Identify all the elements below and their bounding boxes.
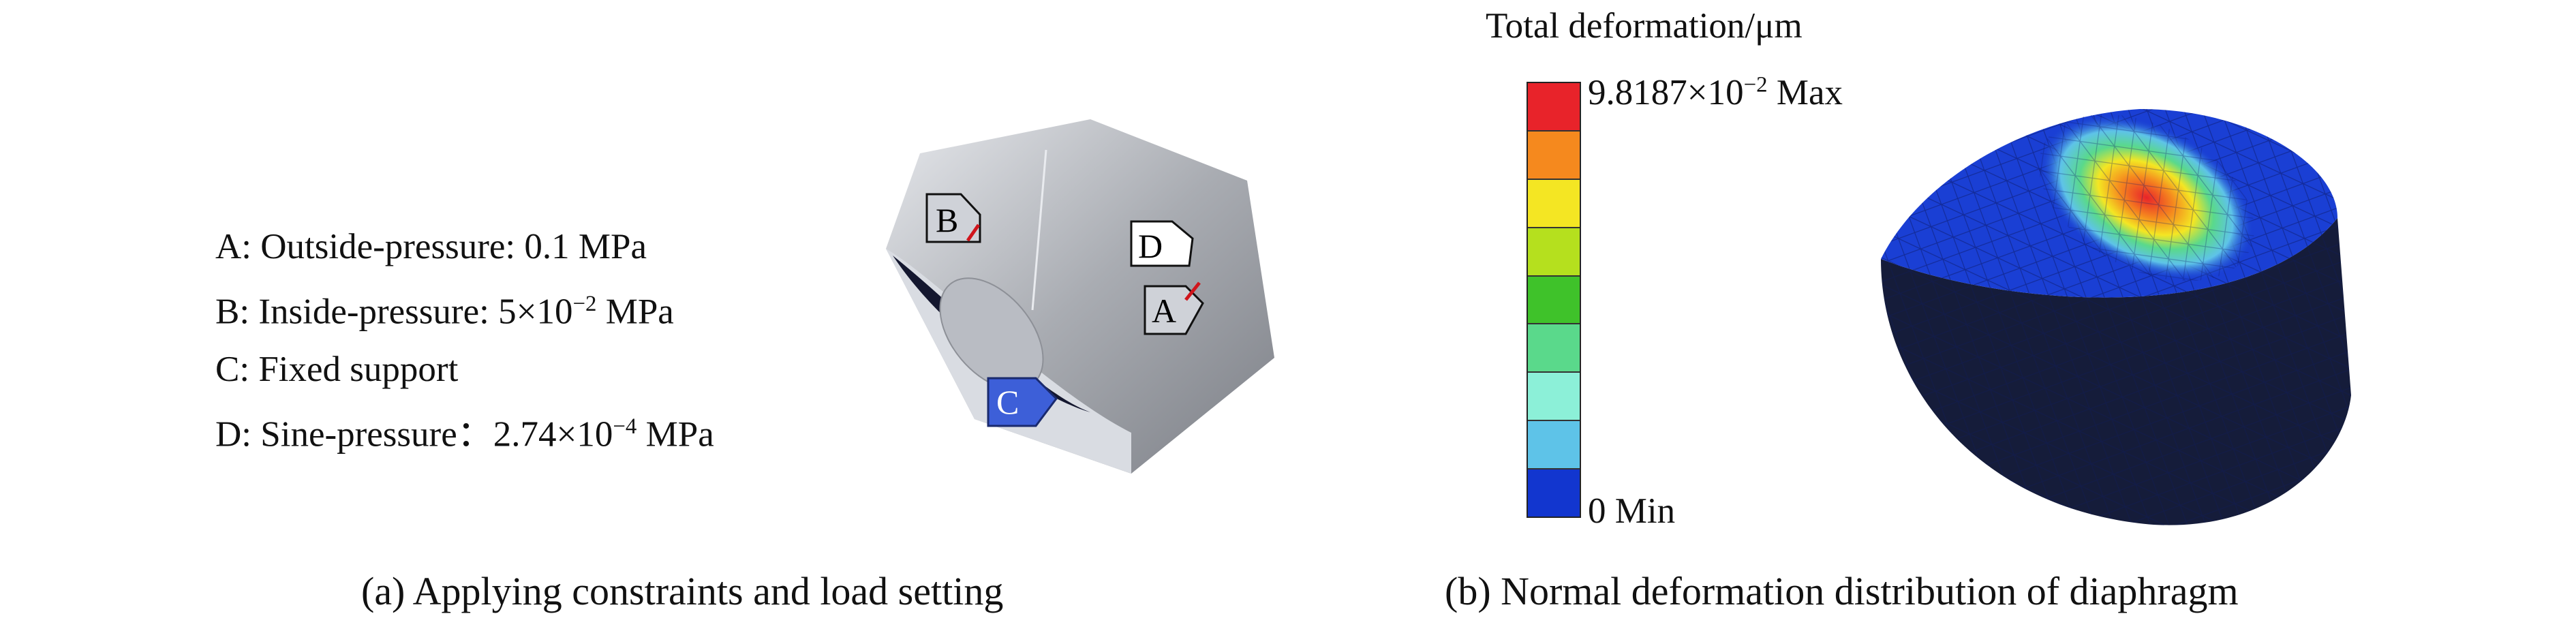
legend-item-b: B: Inside-pressure: 5×10−2 MPa — [215, 292, 674, 332]
colorbar — [1527, 82, 1581, 518]
colorbar-segment — [1528, 83, 1580, 132]
cylinder-body — [886, 119, 1274, 474]
svg-text:D: D — [1138, 227, 1163, 265]
colorbar-segment — [1528, 373, 1580, 422]
marker-c: C — [987, 377, 1058, 427]
marker-a: A — [1144, 281, 1204, 335]
svg-text:B: B — [936, 201, 958, 239]
colorbar-segment — [1528, 131, 1580, 180]
colorbar-segment — [1528, 470, 1580, 517]
svg-text:A: A — [1152, 292, 1176, 330]
deformation-contour-model — [1881, 109, 2351, 525]
caption-a: (a) Applying constraints and load settin… — [361, 569, 1004, 613]
legend-item-a: A: Outside-pressure: 0.1 MPa — [215, 227, 647, 266]
colorbar-segment — [1528, 324, 1580, 373]
colorbar-segment — [1528, 421, 1580, 470]
cylinder-model-with-loads: B D A C — [886, 119, 1274, 474]
legend-item-c: C: Fixed support — [215, 349, 459, 389]
cylinder-body — [1881, 109, 2351, 525]
colorbar-min-label: 0 Min — [1588, 491, 1676, 531]
caption-b: (b) Normal deformation distribution of d… — [1445, 569, 2239, 613]
marker-d: D — [1130, 220, 1194, 267]
colorbar-segment — [1528, 228, 1580, 277]
colorbar-max-label: 9.8187×10−2 Max — [1588, 72, 1843, 112]
legend-item-d: D: Sine-pressure：2.74×10−4 MPa — [215, 414, 714, 455]
marker-b: B — [925, 193, 981, 243]
colorbar-segment — [1528, 179, 1580, 228]
colorbar-segment — [1528, 276, 1580, 325]
colorbar-title: Total deformation/μm — [1486, 6, 1803, 46]
load-legend: A: Outside-pressure: 0.1 MPa B: Inside-p… — [215, 218, 714, 463]
svg-text:C: C — [996, 383, 1019, 421]
